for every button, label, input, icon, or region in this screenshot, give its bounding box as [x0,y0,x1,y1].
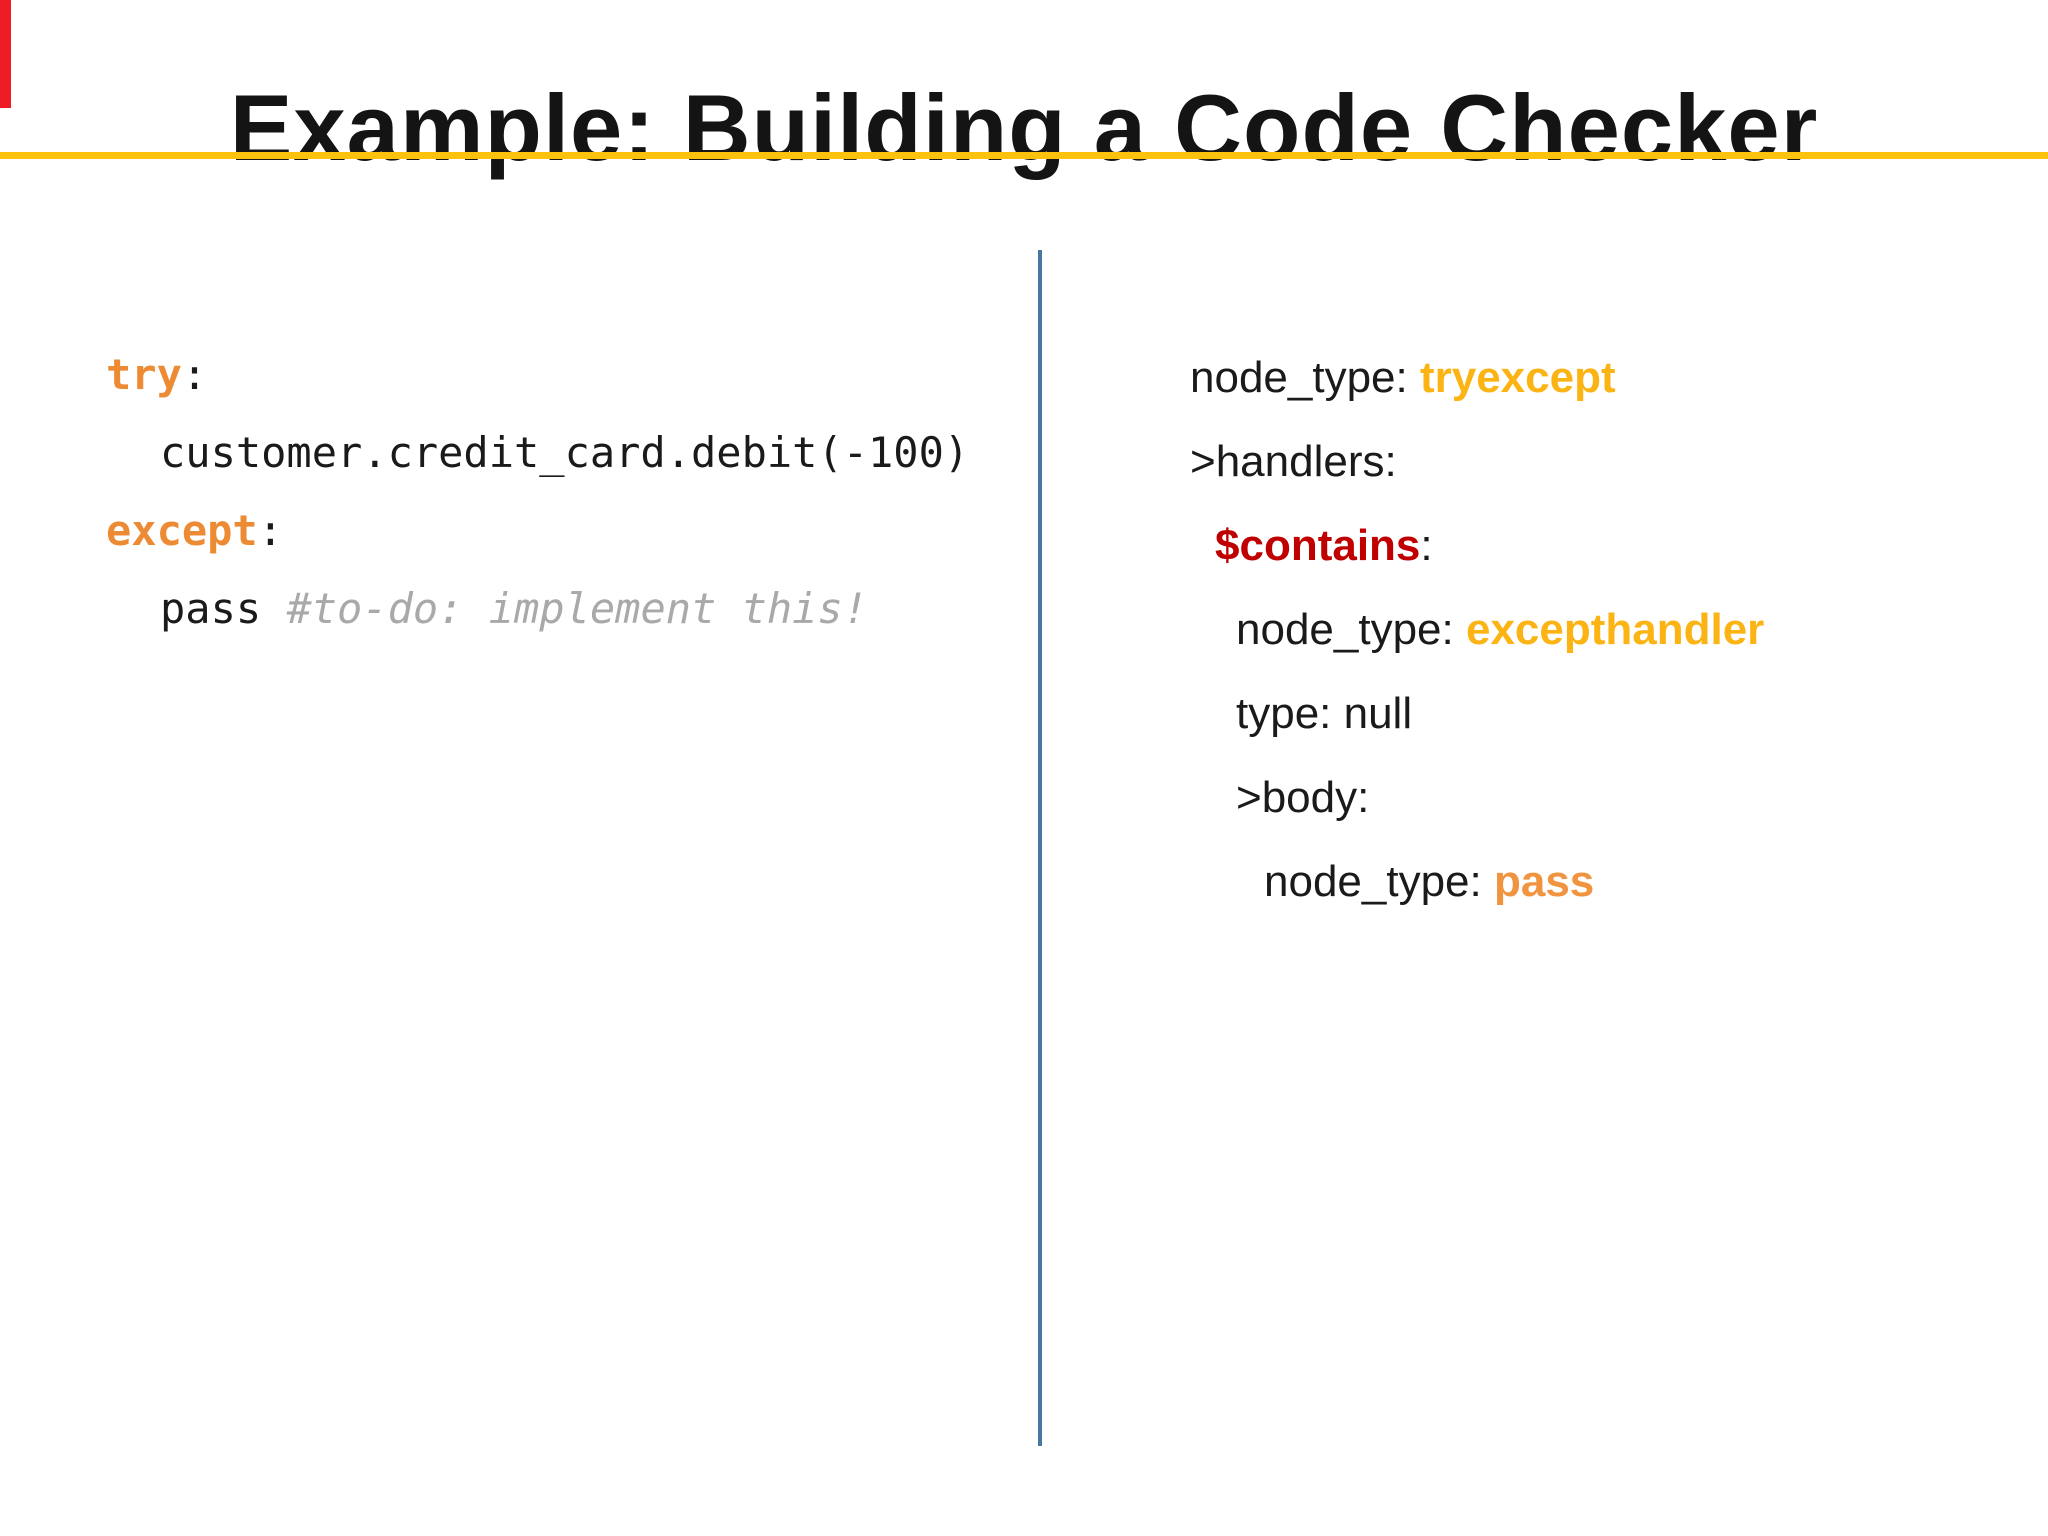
code-line: customer.credit_card.debit(-100) [106,414,969,492]
pattern-key: >body: [1236,773,1370,822]
code-line: except: [106,492,969,570]
pattern-key: >handlers: [1190,437,1397,486]
pattern-value-tryexcept: tryexcept [1419,353,1616,402]
code-token: customer.credit_card.debit(-100) [160,428,970,477]
python-keyword-except: except [106,506,258,555]
pattern-key: node_type: [1236,605,1466,654]
pattern-value-pass: pass [1493,857,1595,906]
pattern-line: node_type: pass [1190,840,1764,924]
python-keyword-try: try [106,350,182,399]
code-line: pass #to-do: implement this! [106,570,969,648]
code-token: : [257,506,284,555]
recording-indicator-bar [0,0,11,108]
pattern-line: >handlers: [1190,420,1764,504]
pattern-line: node_type: excepthandler [1190,588,1764,672]
code-token: : [181,350,208,399]
code-line: try: [106,336,969,414]
pattern-key: node_type: [1190,353,1420,402]
pattern-operator-contains: $contains [1215,521,1421,570]
pattern-line: type: null [1190,672,1764,756]
slide-title: Example: Building a Code Checker [229,74,1819,180]
code-comment: #to-do: implement this! [261,584,869,633]
pattern-value-excepthandler: excepthandler [1465,605,1765,654]
pattern-line: $contains: [1190,504,1764,588]
pattern-key: node_type: [1264,857,1494,906]
pattern-line: >body: [1190,756,1764,840]
pattern-line: node_type: tryexcept [1190,336,1764,420]
python-code-block: try: customer.credit_card.debit(-100) ex… [106,336,969,648]
panel-divider-line [1038,250,1042,1446]
ast-pattern-block: node_type: tryexcept >handlers: $contain… [1190,336,1764,924]
pattern-key: type: null [1236,689,1413,738]
pattern-key: : [1420,521,1433,570]
code-token-pass: pass [160,584,262,633]
title-underline-rule [0,152,2048,159]
